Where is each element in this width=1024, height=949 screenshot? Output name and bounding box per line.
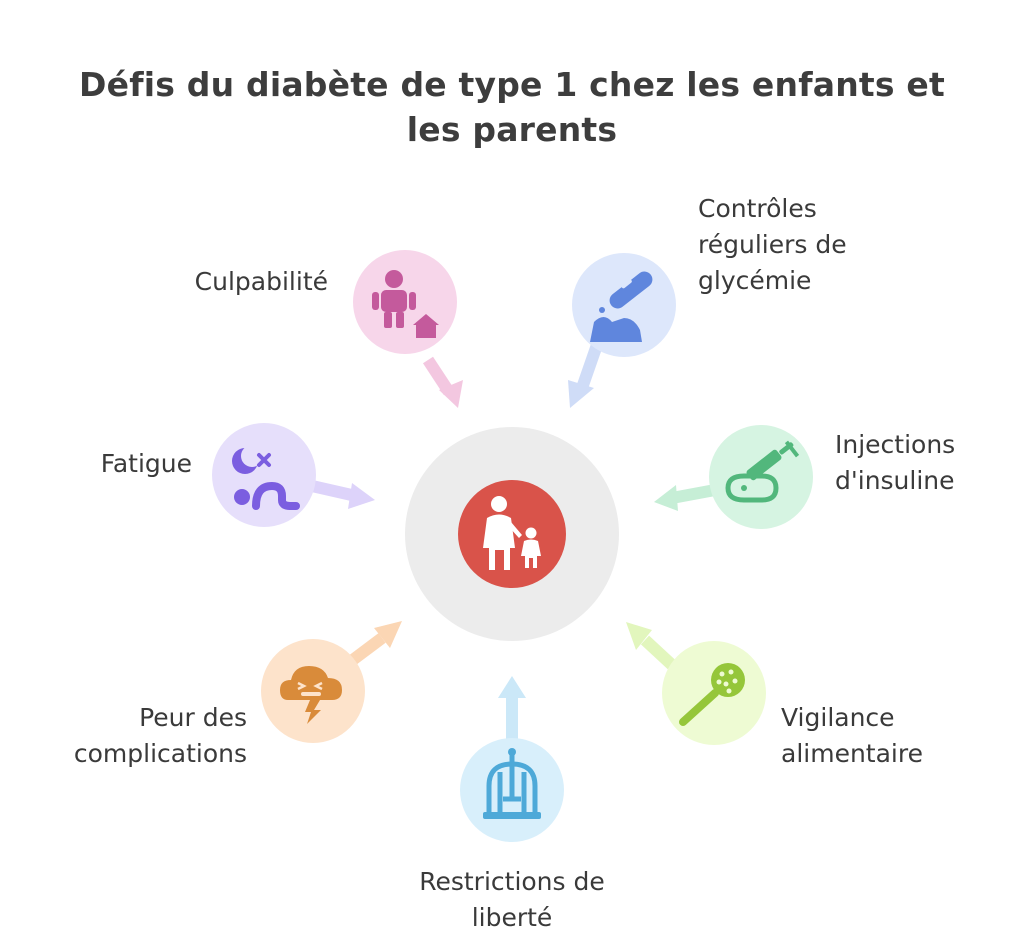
spoon-icon: [679, 663, 745, 726]
node-culpabilite: [353, 250, 457, 354]
label-vigilance: Vigilance alimentaire: [781, 700, 923, 772]
person-house-icon: [372, 270, 439, 338]
arrow-injections: [654, 484, 717, 511]
node-controles: [572, 253, 676, 357]
title-line-1: Défis du diabète de type 1 chez les enfa…: [79, 65, 945, 104]
sleep-moon-icon: [232, 445, 300, 510]
arrow-fatigue: [310, 480, 375, 509]
label-fatigue-line-1: Fatigue: [100, 449, 192, 478]
parent-child-icon: [483, 496, 541, 570]
label-peur: Peur des complications: [30, 700, 247, 772]
title-line-2: les parents: [406, 110, 618, 149]
node-fatigue-circle: [212, 423, 316, 527]
storm-cloud-icon: [280, 666, 342, 724]
label-restrictions-line-1: Restrictions de: [419, 867, 605, 896]
label-vigilance-line-2: alimentaire: [781, 739, 923, 768]
arrow-controles: [568, 340, 604, 408]
syringe-icon: [725, 440, 800, 503]
label-injections-line-2: d'insuline: [835, 466, 955, 495]
node-vigilance: [662, 641, 766, 745]
arrow-restrictions: [498, 676, 526, 748]
page-title: Défis du diabète de type 1 chez les enfa…: [40, 62, 984, 152]
center-node: [405, 427, 619, 641]
label-controles-line-1: Contrôles: [698, 194, 817, 223]
label-vigilance-line-1: Vigilance: [781, 703, 895, 732]
label-injections: Injections d'insuline: [835, 427, 955, 499]
label-culpabilite-line-1: Culpabilité: [194, 267, 328, 296]
label-controles-line-2: réguliers de: [698, 230, 847, 259]
arrows: [310, 340, 717, 748]
arrow-vigilance: [626, 622, 677, 670]
node-injections: [709, 425, 813, 529]
label-restrictions-line-2: liberté: [471, 903, 553, 932]
label-injections-line-1: Injections: [835, 430, 956, 459]
glucose-meter-icon: [590, 271, 653, 342]
arrow-culpabilite: [422, 356, 463, 408]
node-peur: [261, 639, 365, 743]
label-fatigue: Fatigue: [40, 446, 192, 482]
node-restrictions: [460, 738, 564, 842]
label-peur-line-2: complications: [73, 739, 247, 768]
node-fatigue: [212, 423, 316, 527]
label-controles-line-3: glycémie: [698, 266, 812, 295]
label-peur-line-1: Peur des: [139, 703, 247, 732]
label-culpabilite: Culpabilité: [150, 264, 328, 300]
arrow-peur: [346, 621, 402, 667]
label-restrictions: Restrictions de liberté: [362, 864, 662, 936]
birdcage-icon: [486, 754, 538, 812]
label-controles: Contrôles réguliers de glycémie: [698, 191, 847, 299]
